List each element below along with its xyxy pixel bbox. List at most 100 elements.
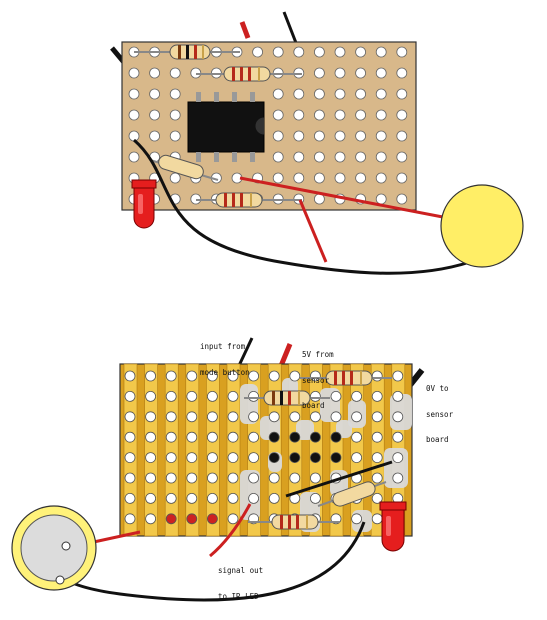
board-hole	[206, 452, 218, 464]
resistor-bottom-4	[248, 514, 340, 530]
board-hole	[309, 411, 321, 423]
board-hole	[165, 452, 177, 464]
board-hole	[206, 513, 218, 525]
resistor-bottom-1	[300, 370, 392, 386]
board-hole	[145, 431, 157, 443]
board-hole	[165, 472, 177, 484]
board-hole	[396, 151, 408, 163]
board-hole	[392, 411, 404, 423]
board-hole	[375, 172, 387, 184]
board-hole	[392, 370, 404, 382]
piezo-buzzer-top	[440, 184, 524, 268]
top-black-wire-loop	[133, 138, 471, 275]
board-hole	[268, 492, 280, 504]
board-hole	[124, 370, 136, 382]
board-hole	[293, 88, 305, 100]
copper-strip	[206, 363, 220, 537]
bottom-black-wire-loop	[59, 521, 366, 602]
board-hole	[371, 492, 383, 504]
bottom-stripboard	[119, 363, 413, 537]
label-line: signal out	[218, 566, 264, 575]
board-hole	[313, 88, 325, 100]
copper-strip	[370, 363, 385, 537]
board-hole	[206, 370, 218, 382]
label-line: input from	[200, 342, 246, 351]
ic-pad-hole	[268, 452, 280, 464]
board-hole	[186, 492, 198, 504]
board-hole	[124, 513, 136, 525]
board-hole	[371, 513, 383, 525]
ic-pad-hole	[309, 452, 321, 464]
board-hole	[371, 472, 383, 484]
board-hole	[396, 109, 408, 121]
board-hole	[375, 88, 387, 100]
cut-mask	[336, 420, 352, 438]
board-hole	[206, 492, 218, 504]
board-hole	[268, 411, 280, 423]
bottom-board-assembly	[11, 337, 425, 602]
board-hole	[268, 370, 280, 382]
board-hole	[165, 492, 177, 504]
board-hole	[227, 492, 239, 504]
board-hole	[169, 172, 181, 184]
label-line: mode button	[200, 367, 250, 377]
board-hole	[124, 452, 136, 464]
bottom-black-wire-diagonal	[285, 460, 393, 498]
board-hole	[227, 513, 239, 525]
board-hole	[313, 151, 325, 163]
ic-pad-hole	[289, 452, 301, 464]
board-hole	[145, 390, 157, 402]
copper-strip	[267, 363, 282, 537]
board-hole	[371, 390, 383, 402]
board-hole	[124, 492, 136, 504]
cut-mask	[296, 420, 314, 440]
board-hole	[392, 390, 404, 402]
label-line: board	[302, 401, 325, 410]
board-hole	[272, 151, 284, 163]
board-hole	[186, 431, 198, 443]
top-red-wire-down	[298, 199, 328, 263]
board-hole	[371, 452, 383, 464]
piezo-solder-point-2	[55, 575, 65, 585]
top-board-assembly	[110, 11, 524, 275]
board-hole	[252, 46, 264, 58]
copper-strip	[144, 363, 158, 537]
board-hole	[309, 472, 321, 484]
board-hole	[355, 88, 367, 100]
label-input-from-mode-button: input from mode button	[200, 326, 250, 386]
board-hole	[145, 472, 157, 484]
board-hole	[145, 452, 157, 464]
board-hole	[334, 130, 346, 142]
board-hole	[227, 370, 239, 382]
board-hole	[355, 130, 367, 142]
resistor-top-1	[134, 44, 240, 60]
board-hole	[375, 109, 387, 121]
board-hole	[334, 88, 346, 100]
label-line: to IR LED	[218, 591, 259, 601]
board-hole	[371, 370, 383, 382]
board-hole	[313, 193, 325, 205]
copper-strip	[185, 363, 200, 537]
board-hole	[375, 151, 387, 163]
top-red-wire-stub	[239, 21, 251, 39]
board-hole	[206, 472, 218, 484]
board-hole	[248, 492, 260, 504]
ic-chip	[187, 92, 265, 162]
board-hole	[145, 513, 157, 525]
label-line: sensor	[302, 375, 330, 385]
board-hole	[293, 109, 305, 121]
board-hole	[351, 431, 363, 443]
label-line: board	[426, 435, 449, 444]
board-hole	[371, 431, 383, 443]
resistor-bottom-2	[244, 390, 330, 406]
board-hole	[165, 431, 177, 443]
board-hole	[396, 46, 408, 58]
board-hole	[248, 431, 260, 443]
board-hole	[334, 67, 346, 79]
red-led-top	[131, 179, 157, 229]
board-hole	[289, 370, 301, 382]
board-hole	[186, 513, 198, 525]
label-5v-from-sensor-board: 5V from sensor board	[302, 334, 334, 419]
board-hole	[268, 472, 280, 484]
